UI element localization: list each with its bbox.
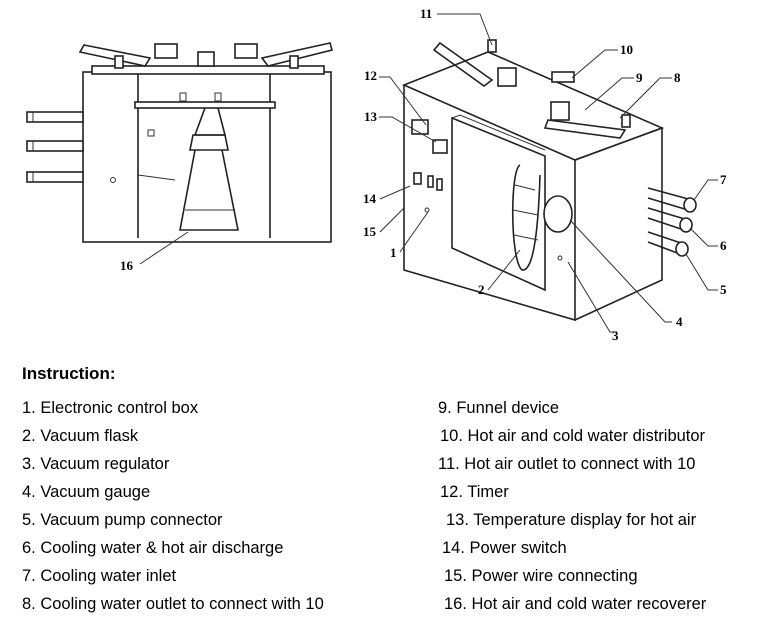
instruction-item: 3. Vacuum regulator: [22, 455, 170, 473]
instruction-item: 9. Funnel device: [438, 399, 560, 417]
callout-4: 4: [676, 314, 683, 329]
leader-lines: [379, 13, 718, 333]
left-pipes: [26, 111, 84, 183]
callout-14: 14: [363, 191, 377, 206]
instruction-item: 10. Hot air and cold water distributor: [440, 427, 706, 445]
perspective-view-drawing: [379, 13, 718, 333]
instruction-item: 2. Vacuum flask: [22, 427, 139, 445]
side-pipes: [647, 187, 697, 257]
callout-8: 8: [674, 70, 681, 85]
instruction-title: Instruction:: [22, 364, 116, 383]
instruction-item: 5. Vacuum pump connector: [22, 511, 223, 529]
callout-1: 1: [390, 245, 397, 260]
instruction-item: 7. Cooling water inlet: [22, 567, 177, 585]
callout-11: 11: [420, 6, 432, 21]
instruction-item: 15. Power wire connecting: [444, 567, 638, 585]
callout-9: 9: [636, 70, 643, 85]
callout-labels: 16 11 10 9 8 12 13 14 15 1 2 3 4 5 6 7: [120, 6, 727, 343]
callout-3: 3: [612, 328, 619, 343]
callout-12: 12: [364, 68, 377, 83]
instruction-item: 12. Timer: [440, 483, 509, 501]
callout-16: 16: [120, 258, 134, 273]
instruction-item: 13. Temperature display for hot air: [446, 511, 697, 529]
callout-13: 13: [364, 109, 378, 124]
instruction-item: 1. Electronic control box: [22, 399, 199, 417]
instruction-item: 16. Hot air and cold water recoverer: [444, 595, 707, 613]
instruction-item: 8. Cooling water outlet to connect with …: [22, 595, 324, 613]
apparatus-diagram: 16 11 10 9 8 12 13 14 15 1 2 3 4 5 6 7: [26, 6, 727, 343]
instruction-item: 4. Vacuum gauge: [22, 483, 151, 501]
callout-2: 2: [478, 282, 485, 297]
callout-10: 10: [620, 42, 633, 57]
callout-7: 7: [720, 172, 727, 187]
callout-15: 15: [363, 224, 377, 239]
callout-5: 5: [720, 282, 727, 297]
instruction-item: 6. Cooling water & hot air discharge: [22, 539, 284, 557]
callout-6: 6: [720, 238, 727, 253]
instruction-item: 14. Power switch: [442, 539, 567, 557]
instruction-item: 11. Hot air outlet to connect with 10: [438, 455, 696, 473]
front-view-drawing: [26, 42, 333, 265]
